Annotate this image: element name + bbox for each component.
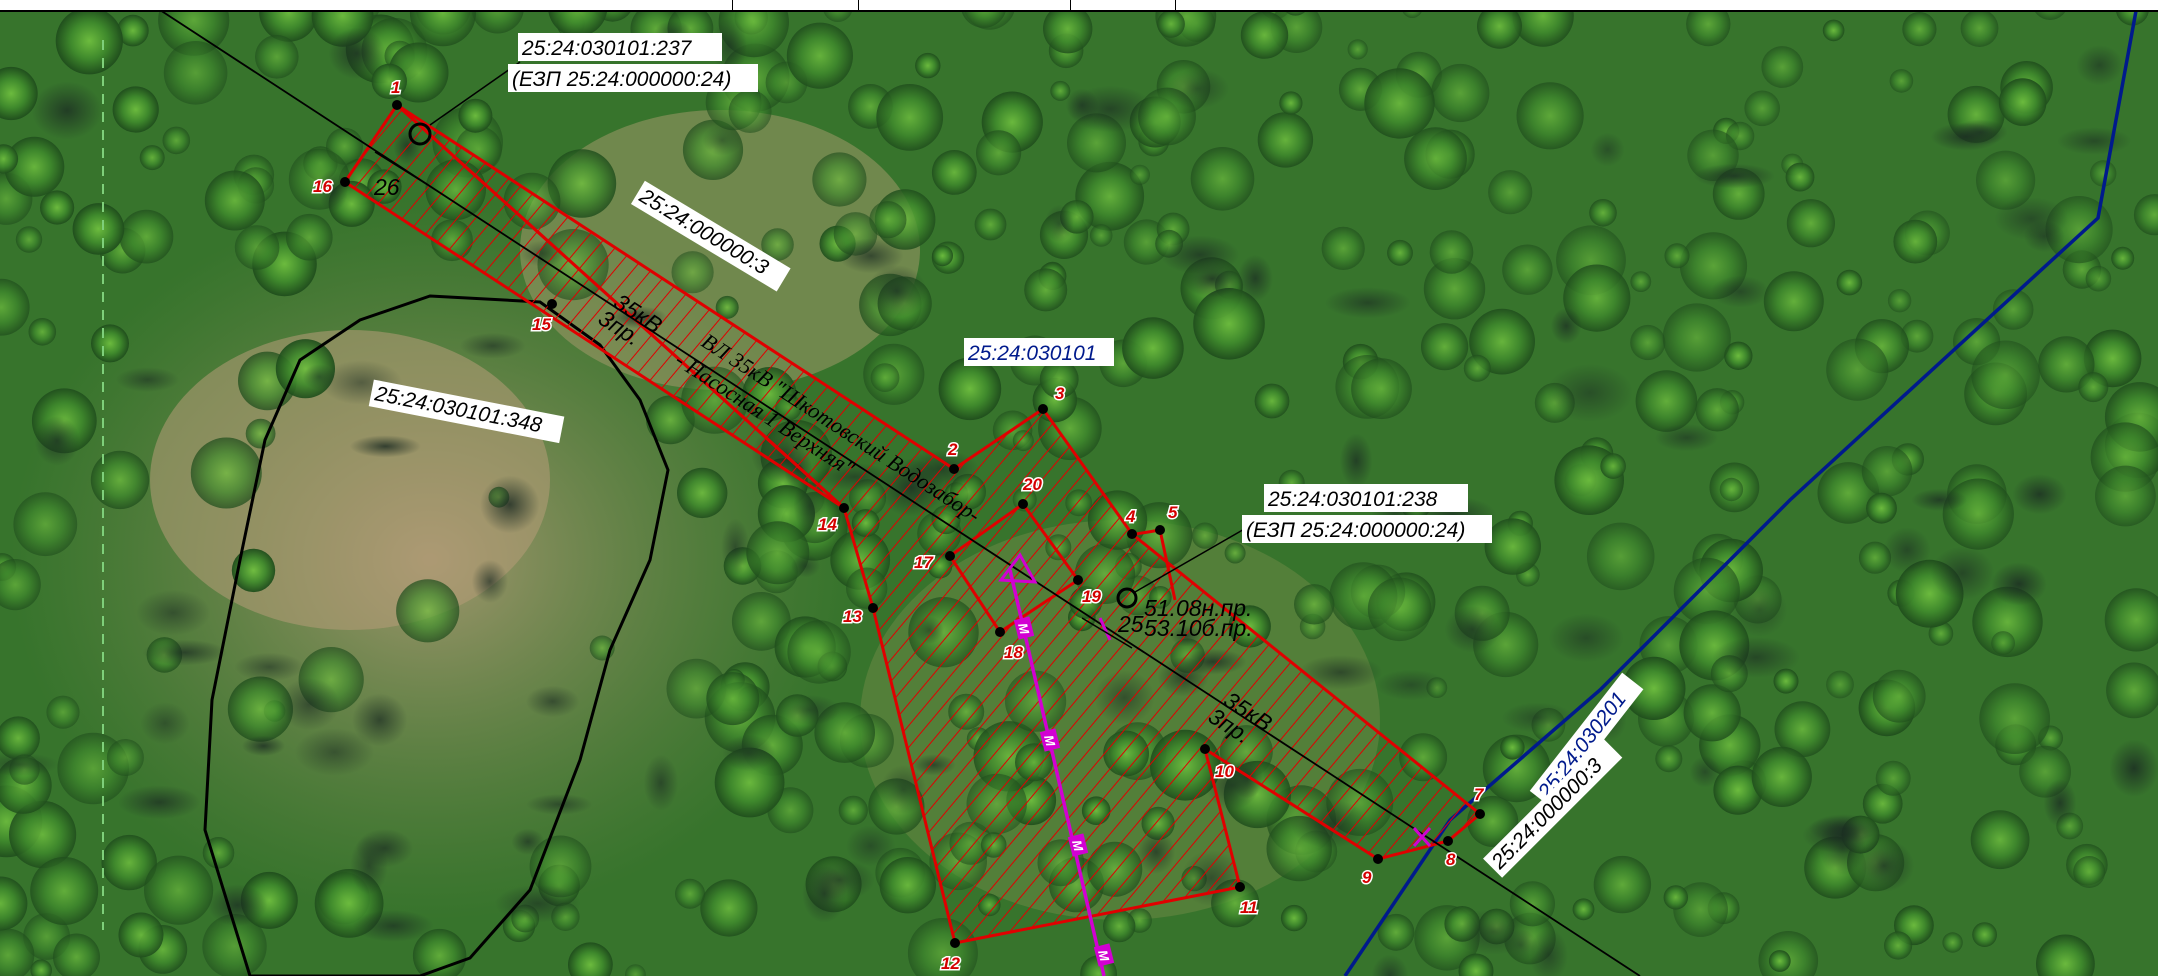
vertex-point [868, 603, 878, 613]
vertex-point [1443, 836, 1453, 846]
vertex-point [1018, 499, 1028, 509]
label-parcel-237: 25:24:030101:237 [521, 37, 693, 60]
vertex-point [1127, 529, 1137, 539]
pipe-marker: М [1093, 943, 1115, 967]
pipe-marker: М [1039, 728, 1061, 752]
dim-26 [374, 151, 429, 186]
vertex-label: 5 [1168, 503, 1178, 522]
vertex-label: 20 [1022, 475, 1042, 494]
vertex-point [1200, 744, 1210, 754]
circle-marker-2 [1116, 587, 1138, 609]
vertex-label: 14 [818, 515, 837, 534]
pipeline: М М М М [998, 552, 1115, 976]
label-quarter-030101: 25:24:030101 [967, 342, 1096, 365]
vertex-label: 7 [1474, 785, 1485, 804]
cross-markers [1098, 617, 1432, 847]
vertex-label: 1 [391, 78, 400, 97]
vertex-label: 16 [313, 177, 332, 196]
vertex-point [839, 503, 849, 513]
vertex-label: 10 [1215, 762, 1234, 781]
vertex-label: 11 [1240, 898, 1258, 917]
label-parcel-238: 25:24:030101:238 [1267, 488, 1438, 511]
vertex-label: 3 [1055, 384, 1065, 403]
vertex-point [945, 551, 955, 561]
vertex-label: 13 [843, 607, 862, 626]
pipe-marker-label: М [1015, 621, 1032, 636]
label-span-26: 26 [373, 174, 400, 200]
vertex-label: 12 [941, 954, 960, 973]
vertex-label: 17 [914, 553, 934, 572]
pipe-marker-label: М [1069, 838, 1086, 853]
vertex-label: 18 [1004, 643, 1023, 662]
vertex-label: 9 [1362, 868, 1372, 887]
frame-top-border [0, 0, 2158, 12]
vertex-point [949, 464, 959, 474]
circle-marker-1 [408, 122, 432, 146]
pipe-marker-label: М [1041, 733, 1058, 748]
vertex-point [995, 627, 1005, 637]
vertex-label: 2 [947, 440, 958, 459]
vertex-point [340, 177, 350, 187]
label-measure-2: 25 [1117, 611, 1144, 637]
vertex-point [950, 938, 960, 948]
label-ezp-1: (ЕЗП 25:24:000000:24) [512, 68, 731, 91]
vertex-point [1155, 525, 1165, 535]
vertex-point [1073, 575, 1083, 585]
label-measure-3: 53.10б.пр. [1144, 615, 1253, 641]
vertex-point [392, 100, 402, 110]
pipe-marker-label: М [1095, 948, 1112, 963]
vertex-label: 8 [1446, 850, 1456, 869]
vertex-point [1235, 882, 1245, 892]
pipe-marker: М [1013, 616, 1035, 640]
label-ezp-2: (ЕЗП 25:24:000000:24) [1246, 519, 1465, 542]
vertex-point [1038, 404, 1048, 414]
dim-25 [1081, 617, 1133, 649]
leader-238 [1134, 519, 1261, 593]
vertex-label: 4 [1125, 507, 1136, 526]
vertex-label: 15 [532, 315, 551, 334]
pipe-marker: М [1067, 833, 1089, 857]
parcel-polygon-west [342, 102, 846, 510]
vertex-label: 19 [1082, 587, 1101, 606]
leader-237 [429, 61, 521, 126]
area-boundary-348 [203, 294, 670, 976]
vertex-point [1373, 854, 1383, 864]
label-measure-1: 51.08н.пр. [1144, 595, 1252, 621]
vertex-point [547, 299, 557, 309]
vertex-point [1475, 809, 1485, 819]
